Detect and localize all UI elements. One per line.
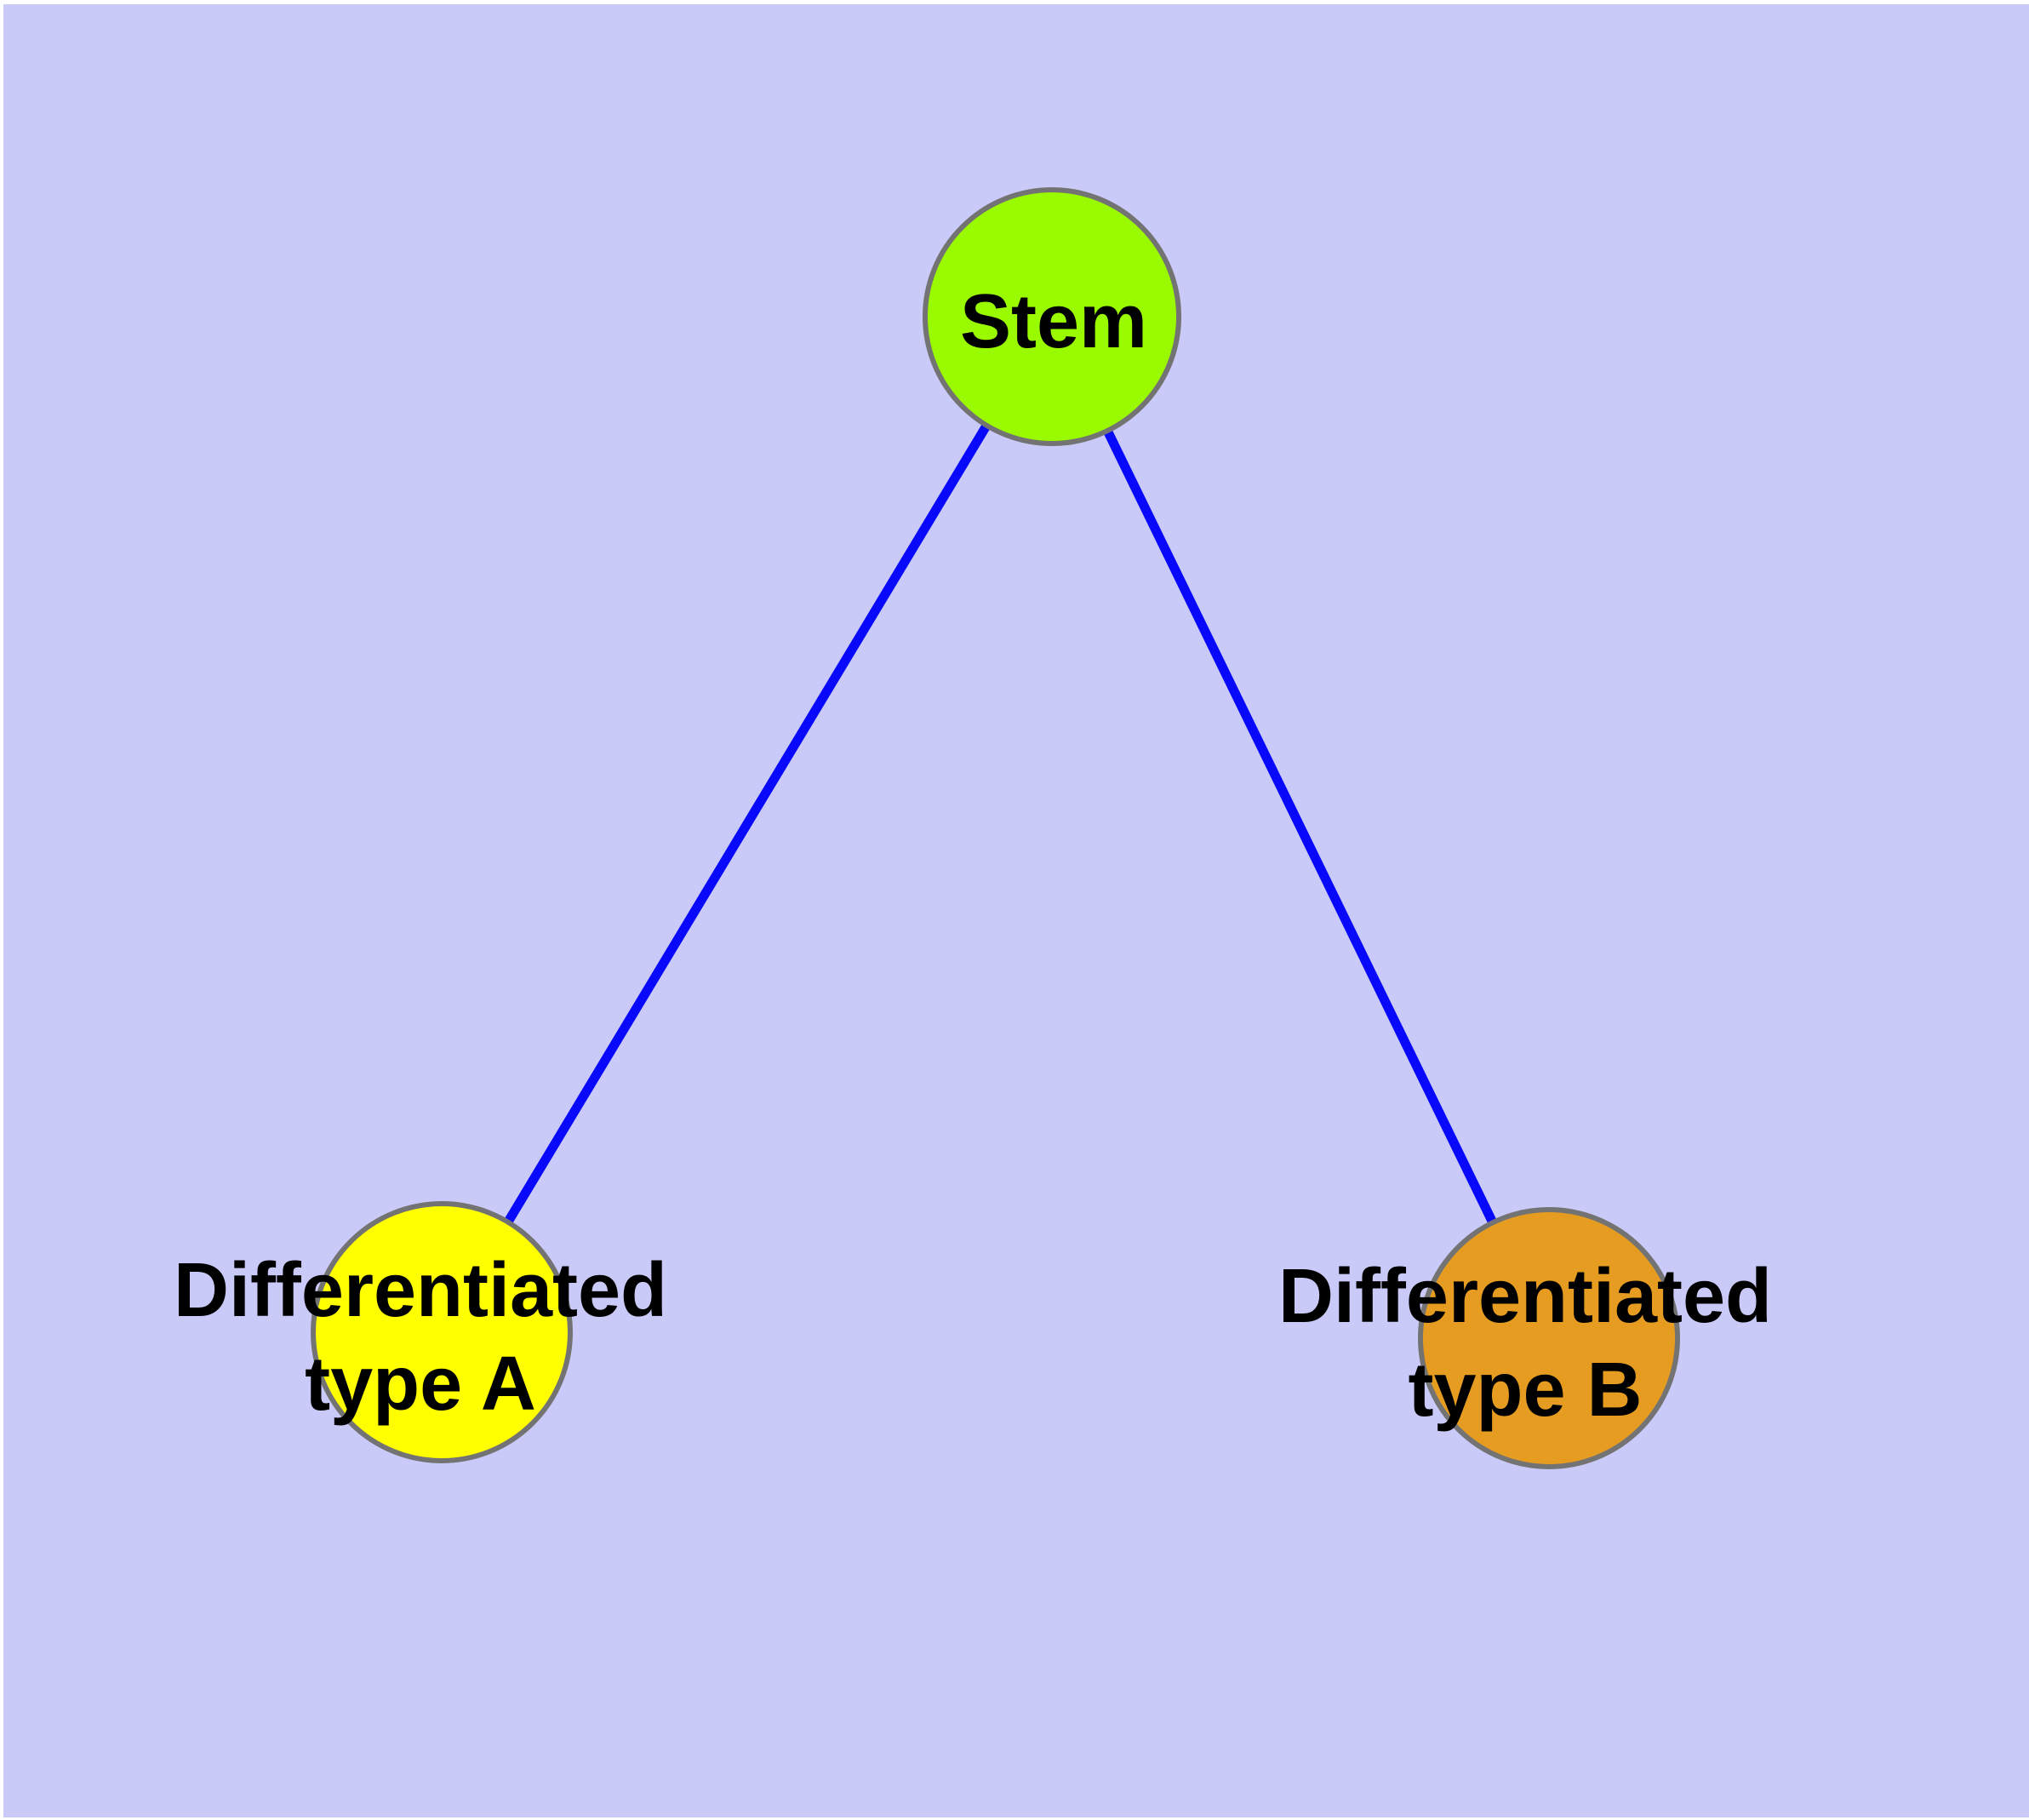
node-label-line: type A: [305, 1342, 536, 1427]
node-label-line: Differentiated: [1278, 1254, 1772, 1339]
node-label-line: type B: [1408, 1348, 1642, 1433]
edge-stem-to-differentiated-type-a: [437, 314, 1056, 1335]
node-label-line: Differentiated: [174, 1248, 667, 1333]
edge-stem-to-differentiated-type-b: [1048, 314, 1553, 1341]
node-differentiated-type-a: [311, 1201, 573, 1463]
node-label-differentiated-type-b: Differentiated type B: [1278, 1254, 1772, 1433]
edges-layer: [437, 314, 1553, 1341]
node-label-line: Stem: [960, 279, 1147, 364]
node-label-stem: Stem: [960, 279, 1147, 364]
node-stem: [923, 187, 1181, 446]
node-differentiated-type-b: [1418, 1207, 1680, 1469]
nodes-layer: [311, 187, 1680, 1469]
node-label-differentiated-type-a: Differentiated type A: [174, 1248, 667, 1427]
